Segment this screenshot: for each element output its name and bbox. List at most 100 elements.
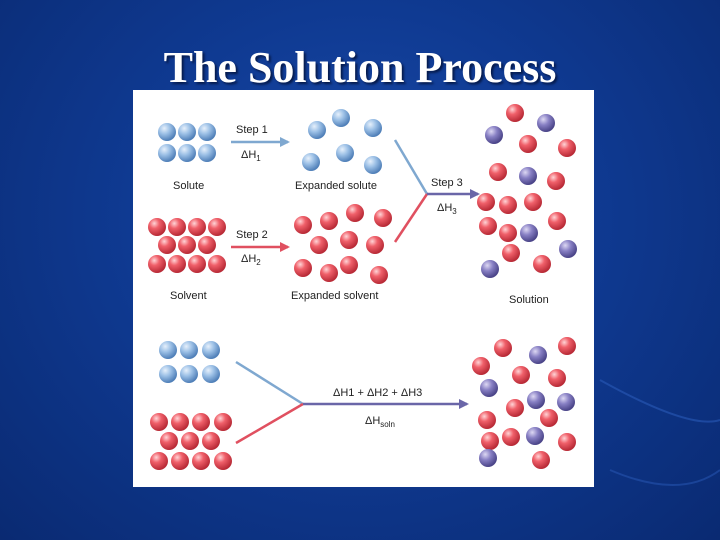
solute-sphere <box>336 144 354 162</box>
solvent-sphere <box>340 231 358 249</box>
solvent-sphere <box>294 216 312 234</box>
solute-sphere <box>198 144 216 162</box>
step1-label: Step 1 <box>236 124 268 136</box>
solvent-converge-line <box>393 193 429 243</box>
solvent-sphere <box>489 163 507 181</box>
expanded-solute-label: Expanded solute <box>295 180 377 192</box>
solvent-sphere <box>171 413 189 431</box>
step2-label: Step 2 <box>236 229 268 241</box>
solute-sphere-dissolved <box>519 167 537 185</box>
expanded-solvent-label: Expanded solvent <box>291 290 378 302</box>
solvent-sphere <box>499 224 517 242</box>
solvent-sphere <box>150 413 168 431</box>
solvent-sphere <box>540 409 558 427</box>
solvent-sphere <box>370 266 388 284</box>
solvent-sphere <box>192 413 210 431</box>
solute-sphere-dissolved <box>527 391 545 409</box>
solvent-sphere <box>558 433 576 451</box>
solvent-sphere <box>202 432 220 450</box>
solute-sphere-dissolved <box>485 126 503 144</box>
solute-sphere <box>198 123 216 141</box>
solution-process-diagram: Step 1 ΔH1 Solute Expanded solute Step 3… <box>133 90 594 487</box>
solvent-sphere <box>494 339 512 357</box>
solute-sphere-dissolved <box>481 260 499 278</box>
solvent-sphere <box>310 236 328 254</box>
solvent-sphere <box>168 218 186 236</box>
solvent-sphere <box>320 264 338 282</box>
solvent-sphere <box>171 452 189 470</box>
step3-label: Step 3 <box>431 177 463 189</box>
solution-label: Solution <box>509 294 549 306</box>
solvent-sphere <box>481 432 499 450</box>
solvent-sphere <box>479 217 497 235</box>
solvent-sphere <box>150 452 168 470</box>
dh3-label: ΔH3 <box>437 202 457 216</box>
molecule-spheres <box>148 104 577 470</box>
solvent-sphere <box>178 236 196 254</box>
enthalpy-sum-label: ΔH1 + ΔH2 + ΔH3 <box>333 387 422 399</box>
solute-sphere-dissolved <box>479 449 497 467</box>
solute-sphere-dissolved <box>557 393 575 411</box>
solvent-sphere <box>499 196 517 214</box>
solvent-sphere <box>181 432 199 450</box>
solvent-sphere <box>214 452 232 470</box>
solute-converge-line <box>393 139 429 195</box>
solvent-sphere <box>340 256 358 274</box>
solute-label: Solute <box>173 180 204 192</box>
dhsoln-label: ΔHsoln <box>365 415 395 429</box>
solvent-sphere <box>208 255 226 273</box>
solute-sphere-dissolved <box>526 427 544 445</box>
solvent-sphere <box>477 193 495 211</box>
solvent-sphere <box>532 451 550 469</box>
solute-sphere <box>202 341 220 359</box>
solvent-sphere <box>158 236 176 254</box>
solute-sphere <box>158 123 176 141</box>
solute-sphere <box>364 156 382 174</box>
dh1-label: ΔH1 <box>241 149 261 163</box>
solvent-sphere <box>512 366 530 384</box>
solvent-sphere <box>160 432 178 450</box>
page-title: The Solution Process <box>163 43 557 92</box>
solute-sphere-dissolved <box>480 379 498 397</box>
solvent-sphere <box>506 104 524 122</box>
solvent-sphere <box>208 218 226 236</box>
solute-sphere-dissolved <box>537 114 555 132</box>
solvent-sphere <box>506 399 524 417</box>
solute-sphere <box>178 144 196 162</box>
solvent-sphere <box>547 172 565 190</box>
solvent-sphere <box>148 255 166 273</box>
solvent-sphere <box>374 209 392 227</box>
solvent-sphere <box>548 369 566 387</box>
solute-sphere <box>180 341 198 359</box>
solvent-sphere <box>148 218 166 236</box>
solvent-sphere <box>502 428 520 446</box>
solvent-sphere <box>548 212 566 230</box>
dh2-label: ΔH2 <box>241 253 261 267</box>
solvent-direct-line <box>235 402 304 445</box>
solvent-sphere <box>294 259 312 277</box>
solute-sphere <box>302 153 320 171</box>
solute-sphere-dissolved <box>529 346 547 364</box>
solute-sphere <box>159 365 177 383</box>
solvent-sphere <box>533 255 551 273</box>
solvent-sphere <box>188 218 206 236</box>
solute-sphere <box>332 109 350 127</box>
solvent-sphere <box>472 357 490 375</box>
solvent-sphere <box>558 139 576 157</box>
solvent-sphere <box>524 193 542 211</box>
solvent-sphere <box>346 204 364 222</box>
solvent-sphere <box>214 413 232 431</box>
solute-sphere <box>180 365 198 383</box>
solute-sphere <box>158 144 176 162</box>
solute-sphere-dissolved <box>559 240 577 258</box>
solvent-sphere <box>366 236 384 254</box>
solute-direct-line <box>235 360 304 406</box>
solute-sphere <box>178 123 196 141</box>
solvent-sphere <box>558 337 576 355</box>
solute-sphere <box>159 341 177 359</box>
solute-sphere <box>308 121 326 139</box>
solvent-sphere <box>168 255 186 273</box>
solvent-sphere <box>320 212 338 230</box>
solvent-sphere <box>198 236 216 254</box>
solvent-sphere <box>519 135 537 153</box>
